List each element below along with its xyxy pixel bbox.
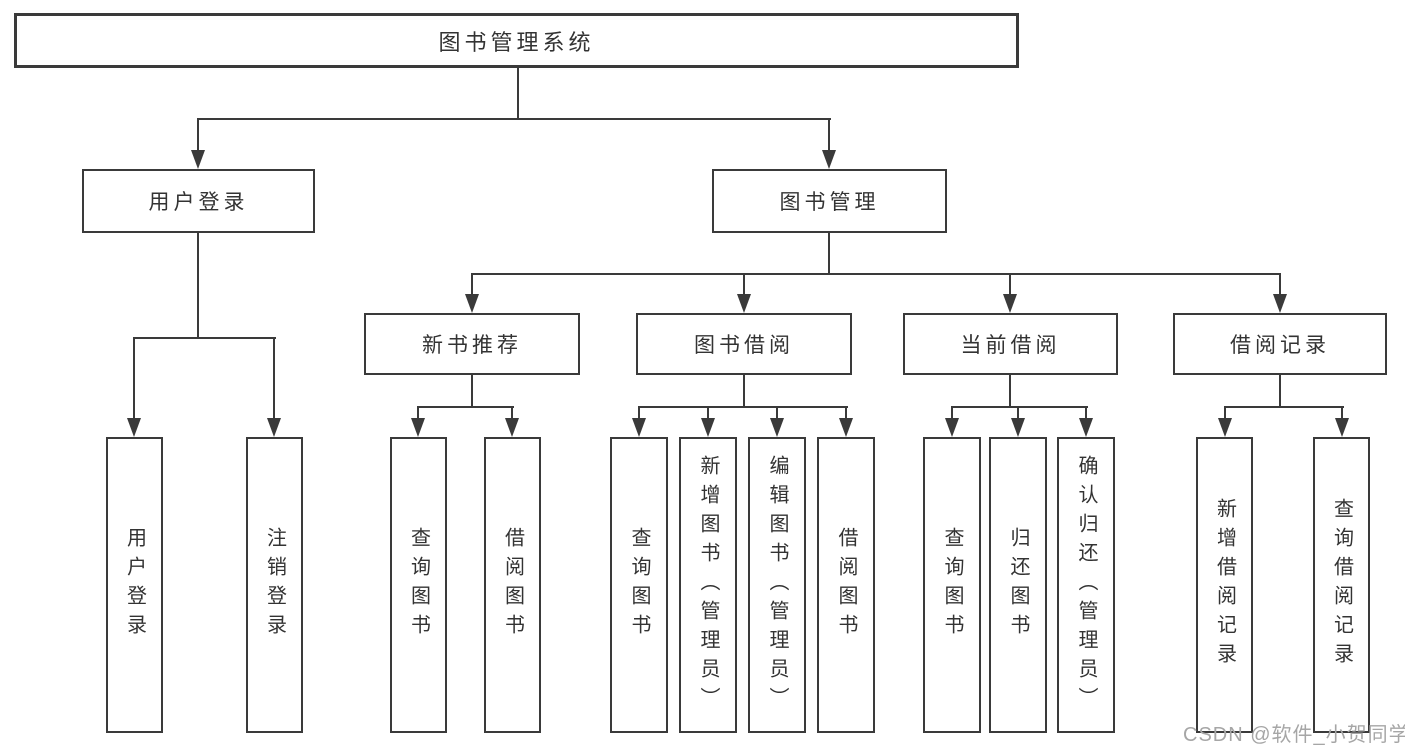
leaf-user-login: 用户登录 bbox=[106, 437, 163, 733]
connector bbox=[1009, 275, 1011, 296]
connector bbox=[1017, 408, 1019, 420]
arrow-down-icon bbox=[505, 418, 519, 437]
connector bbox=[743, 375, 745, 407]
node-library-management-system: 图书管理系统 bbox=[14, 13, 1019, 68]
connector bbox=[1085, 408, 1087, 420]
connector bbox=[951, 408, 953, 420]
arrow-down-icon bbox=[770, 418, 784, 437]
node-current-borrowing: 当前借阅 bbox=[903, 313, 1118, 375]
leaf-add-books-admin: 新增图书（管理员） bbox=[679, 437, 737, 733]
node-label: 图书管理系统 bbox=[438, 29, 595, 55]
connector bbox=[951, 406, 1088, 408]
leaf-add-borrow-record: 新增借阅记录 bbox=[1196, 437, 1253, 733]
leaf-label: 借阅图书 bbox=[501, 527, 524, 643]
arrow-down-icon bbox=[1273, 294, 1287, 313]
connector bbox=[1341, 408, 1343, 420]
connector bbox=[273, 339, 275, 420]
connector bbox=[1224, 408, 1226, 420]
arrow-down-icon bbox=[1079, 418, 1093, 437]
leaf-label: 用户登录 bbox=[123, 527, 146, 643]
leaf-label: 借阅图书 bbox=[835, 527, 857, 643]
connector bbox=[197, 233, 199, 338]
connector bbox=[707, 408, 709, 420]
leaf-label: 归还图书 bbox=[1007, 527, 1029, 643]
leaf-label: 查询图书 bbox=[628, 527, 650, 643]
node-label: 图书借阅 bbox=[694, 334, 794, 357]
arrow-down-icon bbox=[191, 150, 205, 169]
leaf-label: 新增借阅记录 bbox=[1213, 498, 1236, 672]
csdn-watermark: CSDN @软件_小贺同学 bbox=[1183, 724, 1405, 746]
arrow-down-icon bbox=[1011, 418, 1025, 437]
arrow-down-icon bbox=[1003, 294, 1017, 313]
arrow-down-icon bbox=[632, 418, 646, 437]
leaf-recommend-borrow-books: 借阅图书 bbox=[484, 437, 541, 733]
connector bbox=[638, 408, 640, 420]
arrow-down-icon bbox=[1335, 418, 1349, 437]
arrow-down-icon bbox=[839, 418, 853, 437]
connector bbox=[776, 408, 778, 420]
connector bbox=[471, 275, 473, 296]
arrow-down-icon bbox=[465, 294, 479, 313]
connector bbox=[1224, 406, 1344, 408]
node-label: 用户登录 bbox=[148, 191, 249, 214]
connector bbox=[1279, 275, 1281, 296]
leaf-label: 查询图书 bbox=[941, 527, 963, 643]
leaf-label: 新增图书（管理员） bbox=[697, 454, 719, 716]
node-book-borrowing: 图书借阅 bbox=[636, 313, 852, 375]
connector bbox=[517, 68, 519, 119]
connector bbox=[133, 339, 135, 420]
leaf-label: 注销登录 bbox=[263, 527, 286, 643]
arrow-down-icon bbox=[127, 418, 141, 437]
node-new-book-recommendation: 新书推荐 bbox=[364, 313, 580, 375]
connector bbox=[471, 375, 473, 407]
leaf-recommend-query-books: 查询图书 bbox=[390, 437, 447, 733]
connector bbox=[1279, 375, 1281, 407]
leaf-borrow-query-books: 查询图书 bbox=[610, 437, 668, 733]
connector bbox=[133, 337, 276, 339]
connector bbox=[417, 408, 419, 420]
connector bbox=[638, 406, 848, 408]
connector bbox=[471, 273, 1281, 275]
leaf-current-query-books: 查询图书 bbox=[923, 437, 981, 733]
arrow-down-icon bbox=[267, 418, 281, 437]
connector bbox=[845, 408, 847, 420]
connector bbox=[197, 118, 831, 120]
leaf-borrow-books: 借阅图书 bbox=[817, 437, 875, 733]
connector bbox=[417, 406, 514, 408]
node-label: 当前借阅 bbox=[960, 334, 1061, 357]
node-label: 借阅记录 bbox=[1230, 334, 1330, 357]
node-label: 新书推荐 bbox=[422, 334, 522, 357]
connector bbox=[828, 120, 830, 151]
arrow-down-icon bbox=[737, 294, 751, 313]
node-user-login: 用户登录 bbox=[82, 169, 315, 233]
leaf-label: 查询图书 bbox=[407, 527, 430, 643]
leaf-label: 编辑图书（管理员） bbox=[766, 454, 788, 716]
arrow-down-icon bbox=[1218, 418, 1232, 437]
connector bbox=[828, 233, 830, 274]
node-label: 图书管理 bbox=[779, 191, 880, 214]
arrow-down-icon bbox=[822, 150, 836, 169]
leaf-label: 查询借阅记录 bbox=[1330, 498, 1353, 672]
connector bbox=[511, 408, 513, 420]
leaf-logout: 注销登录 bbox=[246, 437, 303, 733]
arrow-down-icon bbox=[411, 418, 425, 437]
leaf-label: 确认归还（管理员） bbox=[1075, 454, 1097, 716]
node-book-management: 图书管理 bbox=[712, 169, 947, 233]
arrow-down-icon bbox=[945, 418, 959, 437]
connector bbox=[743, 275, 745, 296]
connector bbox=[1009, 375, 1011, 407]
arrow-down-icon bbox=[701, 418, 715, 437]
connector bbox=[197, 120, 199, 151]
leaf-query-borrow-record: 查询借阅记录 bbox=[1313, 437, 1370, 733]
node-borrowing-records: 借阅记录 bbox=[1173, 313, 1387, 375]
leaf-return-books: 归还图书 bbox=[989, 437, 1047, 733]
leaf-edit-books-admin: 编辑图书（管理员） bbox=[748, 437, 806, 733]
leaf-confirm-return-admin: 确认归还（管理员） bbox=[1057, 437, 1115, 733]
